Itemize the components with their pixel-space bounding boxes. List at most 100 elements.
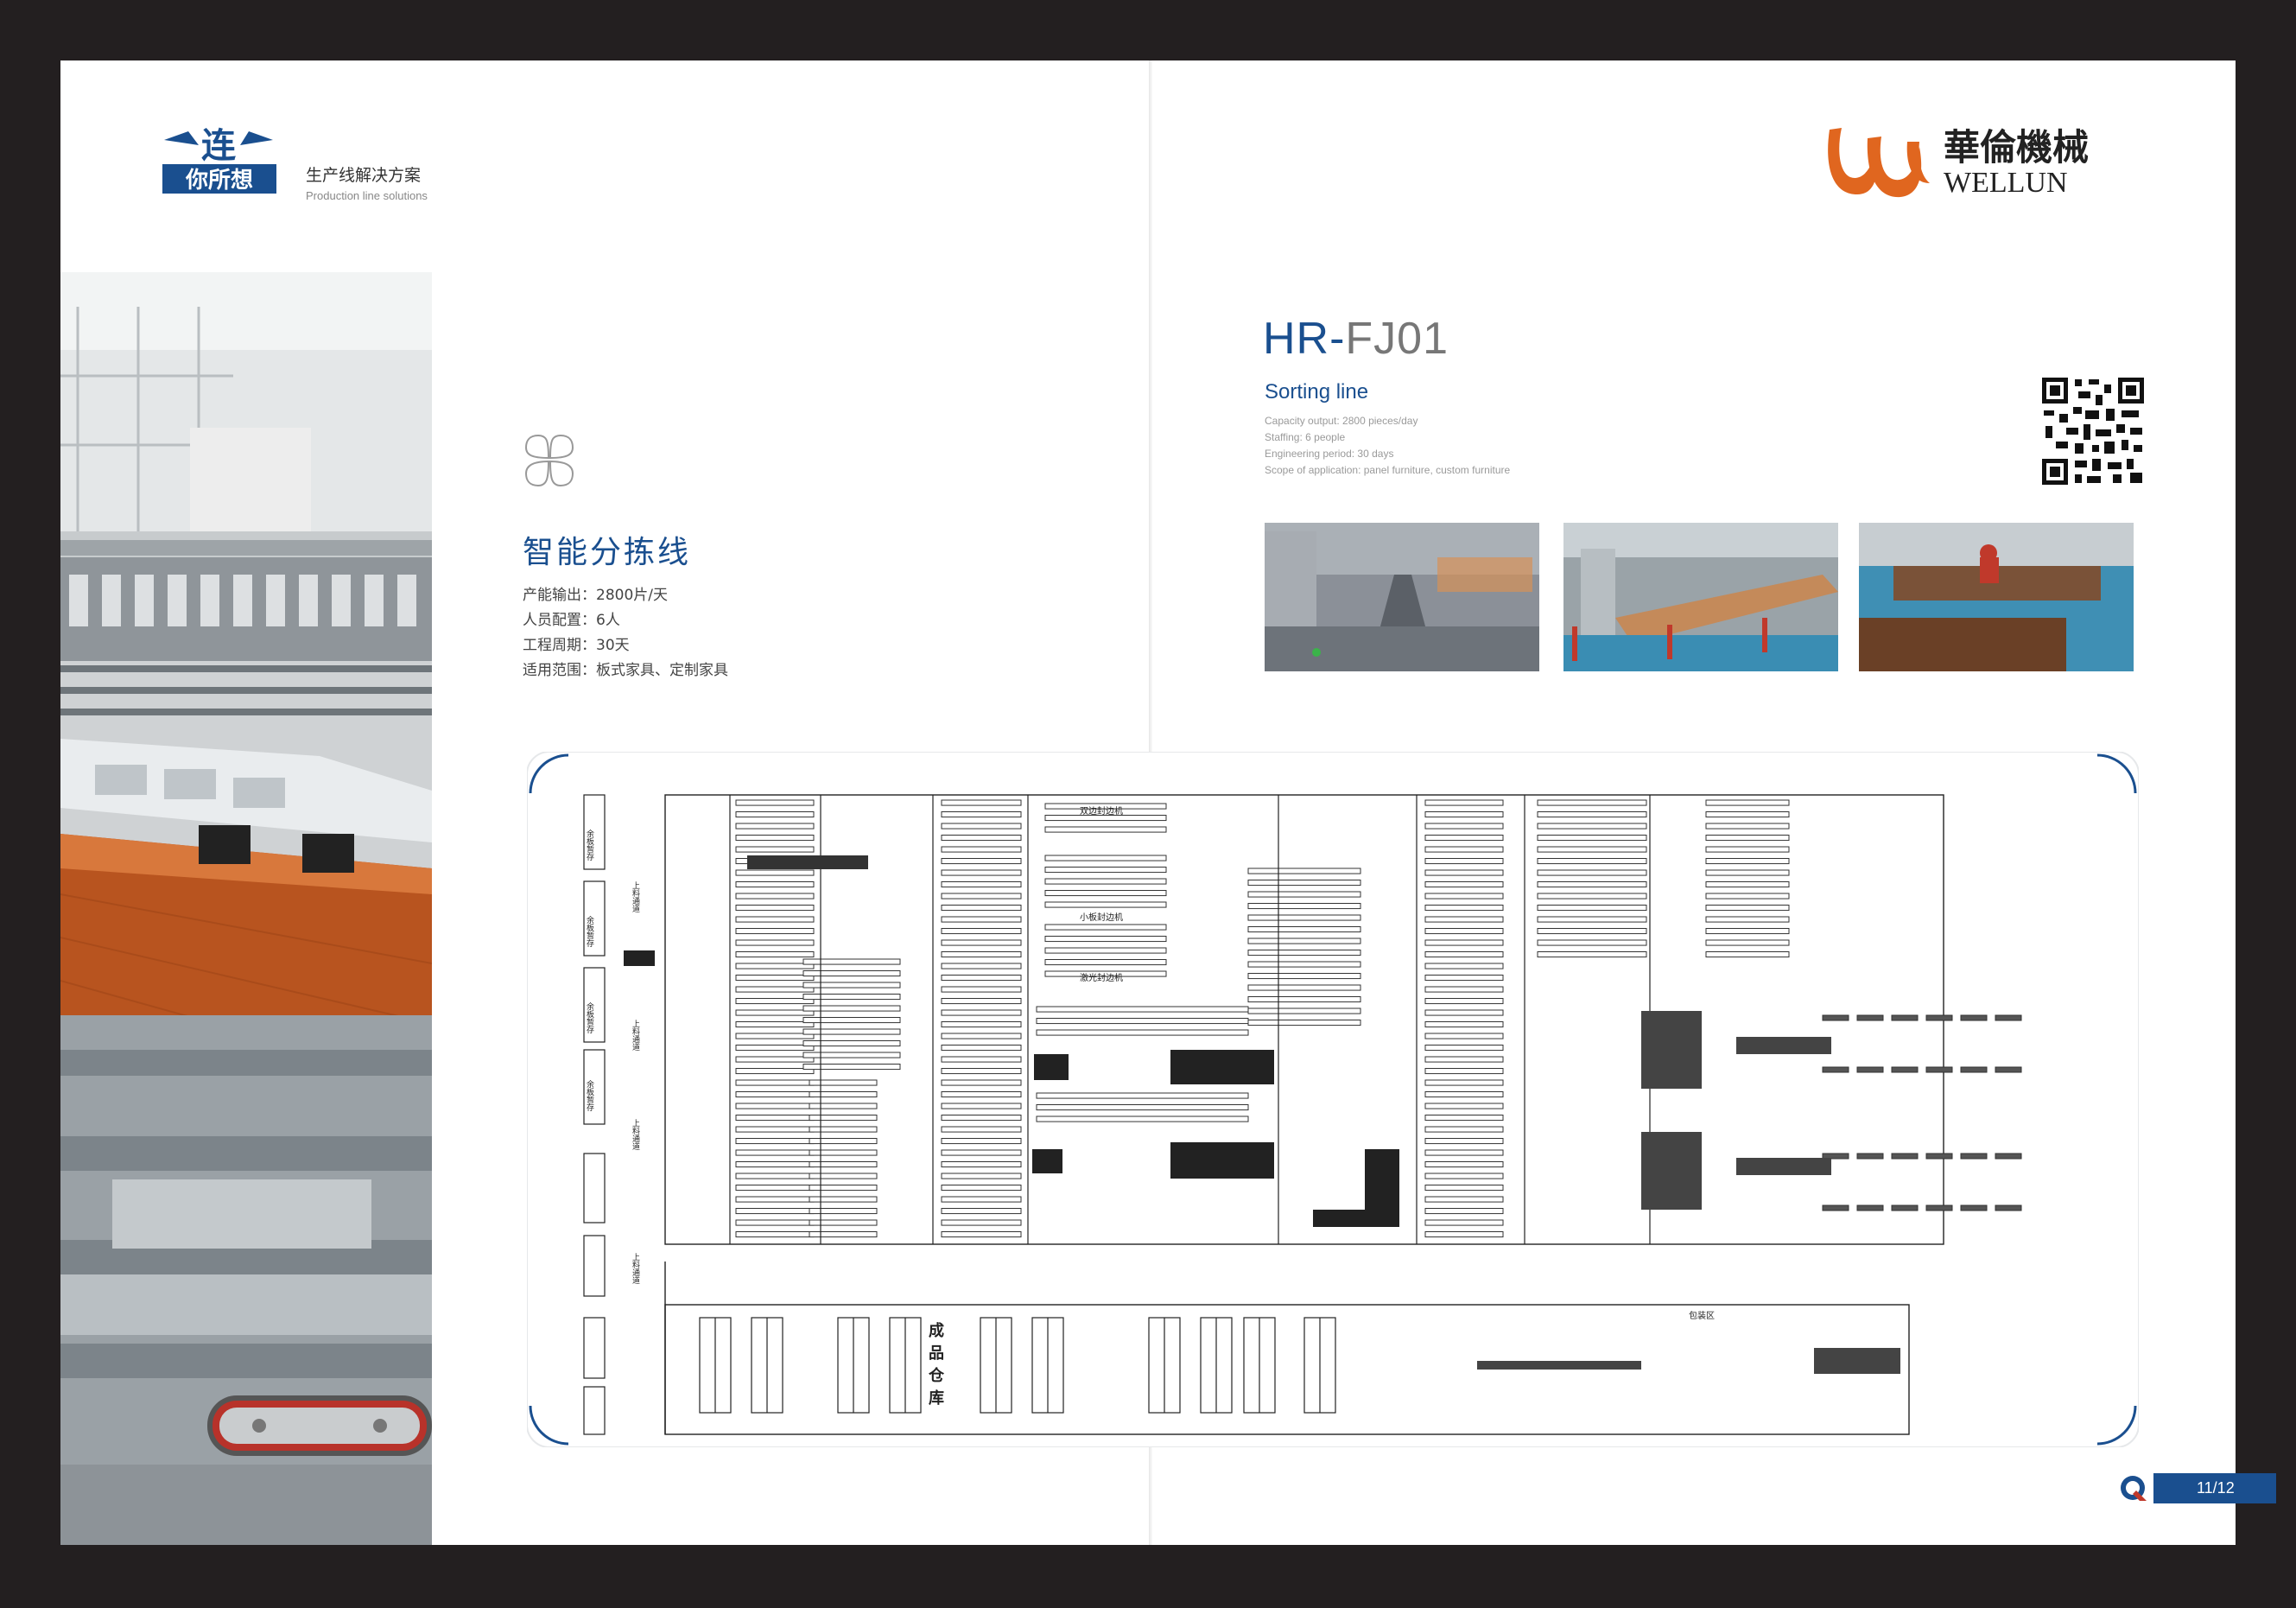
conveyor-roller (735, 1033, 815, 1039)
conveyor-roller (1247, 996, 1361, 1003)
conveyor-roller (1424, 1091, 1504, 1098)
conveyor-roller (1705, 823, 1790, 829)
conveyor-roller (1537, 846, 1647, 853)
conveyor-roller (735, 1045, 815, 1052)
conveyor-roller (1537, 916, 1647, 923)
conveyor-roller (735, 1138, 815, 1145)
conveyor-roller (1537, 811, 1647, 818)
conveyor-roller (1424, 799, 1504, 806)
conveyor-roller (735, 986, 815, 993)
conveyor-roller (735, 1196, 815, 1203)
conveyor-roller (1424, 846, 1504, 853)
buffer-cell (1925, 1066, 1953, 1073)
conveyor-roller (941, 1126, 1022, 1133)
buffer-cell (1822, 1153, 1849, 1160)
conveyor-roller (1044, 901, 1167, 908)
conveyor-roller (1424, 1208, 1504, 1215)
conveyor-roller (1424, 858, 1504, 865)
conveyor-roller (1424, 998, 1504, 1005)
brand-name-en: WELLUN (1944, 167, 2068, 199)
conveyor-roller (735, 916, 815, 923)
conveyor-roller (941, 846, 1022, 853)
conveyor-roller (1424, 975, 1504, 982)
conveyor-roller (941, 881, 1022, 888)
buffer-cell (1891, 1153, 1919, 1160)
buffer-cell (1995, 1066, 2022, 1073)
conveyor-roller (735, 893, 815, 899)
conveyor-roller (802, 1005, 901, 1012)
side-station-3: 余板暂存 (585, 1001, 594, 1033)
conveyor-roller (735, 1219, 815, 1226)
buffer-cell (1960, 1204, 1988, 1211)
spec-capacity: 产能输出：2800片/天 (523, 587, 668, 604)
conveyor-roller (1424, 811, 1504, 818)
conveyor-roller (941, 1161, 1022, 1168)
buffer-cell (1925, 1204, 1953, 1211)
conveyor-roller (809, 1126, 878, 1133)
conveyor-roller (1537, 799, 1647, 806)
buffer-cell (1960, 1066, 1988, 1073)
conveyor-roller (802, 982, 901, 988)
machine-label-2: 小板封边机 (1080, 912, 1123, 923)
conveyor-roller (1424, 1126, 1504, 1133)
pack-label: 包装区 (1689, 1310, 1715, 1321)
page-number-band (2153, 1473, 2276, 1503)
conveyor-roller (735, 823, 815, 829)
qr-code-icon[interactable] (2040, 376, 2146, 490)
conveyor-roller (1537, 858, 1647, 865)
conveyor-roller (1424, 939, 1504, 946)
conveyor-roller (1705, 869, 1790, 876)
conveyor-roller (1424, 916, 1504, 923)
conveyor-roller (1044, 936, 1167, 943)
conveyor-roller (1247, 937, 1361, 944)
spec-en-staffing: Staffing: 6 people (1265, 431, 1346, 443)
wellun-logo: 華倫機械 WELLUN (1823, 112, 2134, 211)
conveyor-roller (1044, 826, 1167, 833)
conveyor-roller (1424, 986, 1504, 993)
conveyor-roller (1424, 1196, 1504, 1203)
conveyor-roller (941, 1173, 1022, 1179)
conveyor-roller (941, 1056, 1022, 1063)
conveyor-roller (1705, 916, 1790, 923)
buffer-cell (1822, 1014, 1849, 1021)
conveyor-roller (1247, 950, 1361, 957)
conveyor-roller (809, 1161, 878, 1168)
conveyor-roller (941, 1045, 1022, 1052)
clover-icon (523, 432, 576, 493)
conveyor-roller (809, 1185, 878, 1192)
conveyor-roller (941, 986, 1022, 993)
conveyor-roller (1044, 924, 1167, 931)
conveyor-roller (941, 1079, 1022, 1086)
conveyor-roller (941, 916, 1022, 923)
conveyor-roller (1424, 1185, 1504, 1192)
conveyor-roller (735, 1079, 815, 1086)
conveyor-roller (941, 1149, 1022, 1156)
conveyor-roller (1424, 1231, 1504, 1238)
conveyor-roller (735, 928, 815, 935)
conveyor-roller (1424, 1045, 1504, 1052)
side-station-4: 余板暂存 (585, 1079, 594, 1111)
product-subtitle: Sorting line (1265, 380, 1369, 404)
conveyor-roller (1537, 893, 1647, 899)
buffer-cell (1822, 1204, 1849, 1211)
conveyor-roller (809, 1196, 878, 1203)
conveyor-roller (1247, 961, 1361, 968)
conveyor-roller (735, 1149, 815, 1156)
buffer-cell (1856, 1014, 1884, 1021)
conveyor-roller (735, 869, 815, 876)
side-station-2: 余板暂存 (585, 915, 594, 947)
conveyor-roller (941, 1115, 1022, 1122)
conveyor-roller (735, 975, 815, 982)
conveyor-roller (1044, 878, 1167, 885)
logo-band-icon (162, 164, 276, 194)
conveyor-roller (1424, 869, 1504, 876)
conveyor-roller (941, 869, 1022, 876)
side-station-1: 余板暂存 (585, 829, 594, 861)
conveyor-roller (735, 939, 815, 946)
conveyor-roller (735, 846, 815, 853)
conveyor-roller (1424, 1173, 1504, 1179)
conveyor-roller (735, 1173, 815, 1179)
conveyor-roller (802, 958, 901, 965)
conveyor-roller (735, 998, 815, 1005)
conveyor-roller (1036, 1092, 1249, 1099)
